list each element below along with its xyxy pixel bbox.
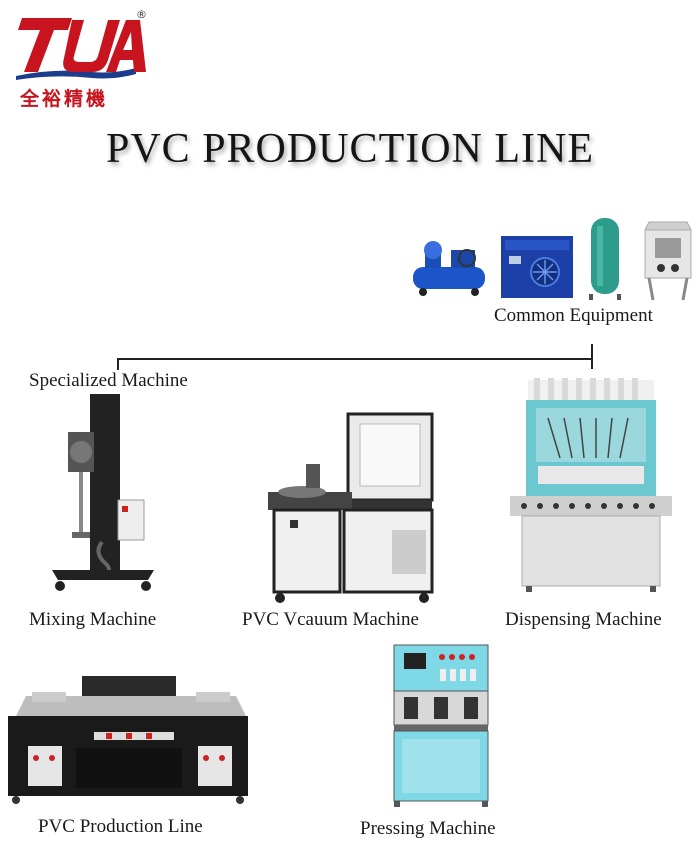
dispensing-machine-image	[510, 378, 672, 592]
connector-horizontal-line	[117, 358, 592, 360]
connector-left-drop	[117, 358, 119, 370]
machine-label-pvc-production-line: PVC Production Line	[38, 816, 203, 837]
machine-label-dispensing: Dispensing Machine	[505, 609, 662, 630]
registered-mark: ®	[136, 8, 147, 21]
page-title: PVC PRODUCTION LINE	[105, 126, 594, 172]
common-equipment-images	[413, 218, 692, 301]
machine-label-mixing: Mixing Machine	[29, 609, 157, 630]
company-logo: ® 全裕精機	[14, 8, 147, 110]
sandblasting-cabinet-image	[644, 221, 692, 301]
connector-right-drop	[591, 344, 593, 369]
pvc-vacuum-machine-image	[268, 412, 434, 603]
logo-chinese-name: 全裕精機	[20, 88, 109, 110]
machine-label-pressing: Pressing Machine	[360, 818, 496, 839]
common-equipment-label: Common Equipment	[494, 305, 653, 326]
pressing-machine-image	[393, 644, 489, 807]
machine-label-pvc-vacuum: PVC Vcauum Machine	[242, 609, 419, 630]
logo-mark	[16, 18, 146, 80]
mixing-machine-image	[52, 394, 154, 591]
pvc-production-line-image	[8, 676, 248, 804]
air-dryer-image	[501, 236, 573, 298]
specialized-machine-label: Specialized Machine	[29, 370, 188, 391]
air-compressor-image	[413, 241, 485, 296]
air-tank-image	[589, 218, 621, 300]
